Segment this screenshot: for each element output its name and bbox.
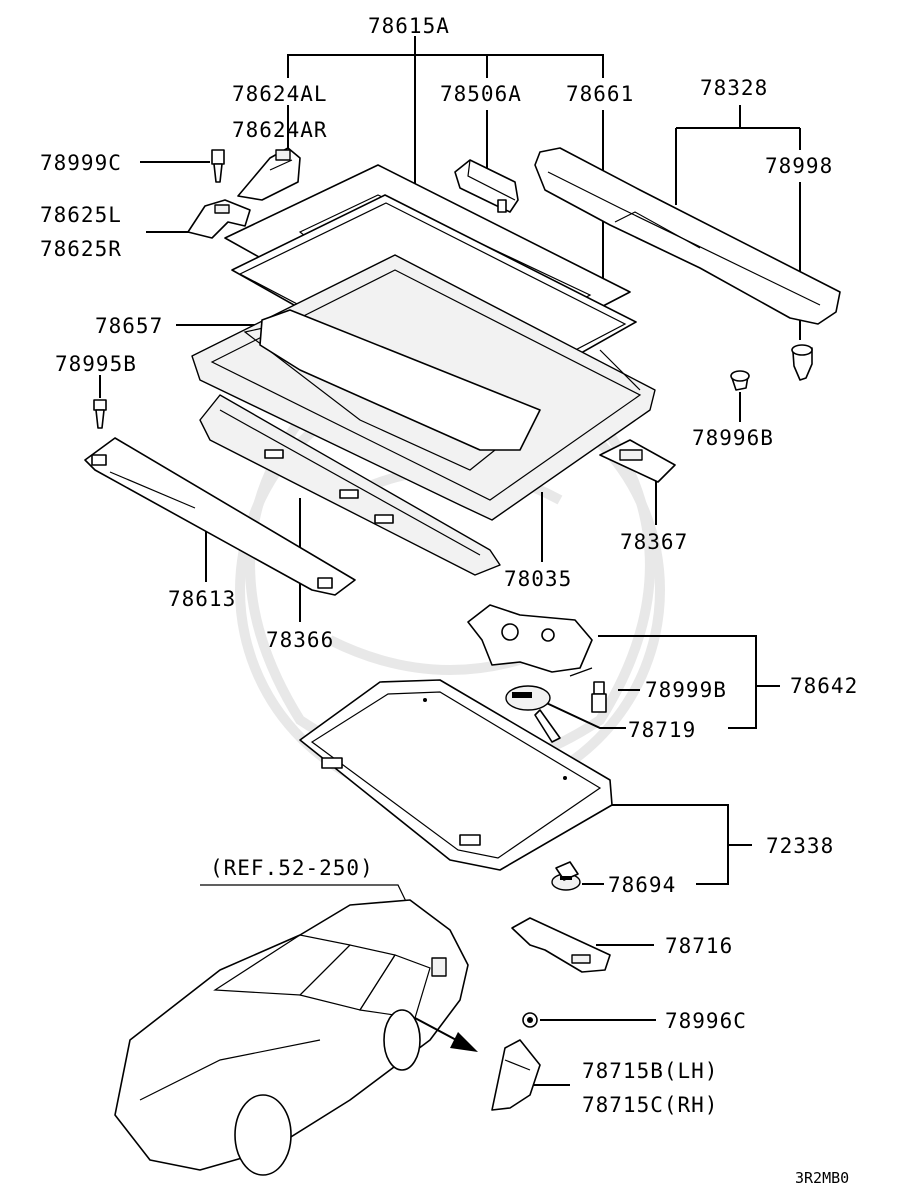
label-78642: 78642 <box>790 674 858 698</box>
clip-78998 <box>791 344 813 381</box>
label-78996C: 78996C <box>665 1009 747 1033</box>
deflector-78366 <box>199 394 501 576</box>
label-78613: 78613 <box>168 587 236 611</box>
label-78657: 78657 <box>95 314 163 338</box>
diagram-code: 3R2MB0 <box>795 1169 849 1187</box>
handle-78719 <box>505 685 561 743</box>
strip-78613 <box>84 437 356 596</box>
rail-78367 <box>599 439 676 483</box>
trim-78328 <box>534 147 841 325</box>
hinge-78624 <box>237 147 301 201</box>
handle-78506A <box>454 159 519 213</box>
label-78624AL: 78624AL <box>232 82 328 106</box>
clip-78996B <box>730 370 750 391</box>
screw-78995B <box>93 399 107 429</box>
label-78999B: 78999B <box>645 678 727 702</box>
label-78999C: 78999C <box>40 151 122 175</box>
mechanism-78642 <box>467 604 593 677</box>
bracket-78625 <box>187 199 251 239</box>
frame-78657 <box>259 309 541 451</box>
label-78719: 78719 <box>628 718 696 742</box>
bracket-78716 <box>511 917 611 973</box>
label-78995B: 78995B <box>55 352 137 376</box>
car-outline <box>114 899 469 1176</box>
label-78715B: 78715B(LH) <box>582 1059 718 1083</box>
nut-78996C <box>522 1012 538 1028</box>
label-78715C: 78715C(RH) <box>582 1093 718 1117</box>
bolt-78999C <box>211 149 225 183</box>
detail-arrow <box>414 1017 478 1052</box>
bolt-78999B <box>591 681 607 713</box>
label-78615A: 78615A <box>368 14 450 38</box>
label-78716: 78716 <box>665 934 733 958</box>
label-78998: 78998 <box>765 154 833 178</box>
label-78367: 78367 <box>620 530 688 554</box>
label-78328: 78328 <box>700 76 768 100</box>
label-ref: (REF.52-250) <box>210 856 374 880</box>
label-78694: 78694 <box>608 873 676 897</box>
label-78625L: 78625L <box>40 203 122 227</box>
knob-78694 <box>551 861 581 891</box>
label-78625R: 78625R <box>40 237 122 261</box>
label-78506A: 78506A <box>440 82 522 106</box>
label-78661: 78661 <box>566 82 634 106</box>
label-78035: 78035 <box>504 567 572 591</box>
label-78624AR: 78624AR <box>232 118 328 142</box>
label-78366: 78366 <box>266 628 334 652</box>
label-72338: 72338 <box>766 834 834 858</box>
bracket-78715 <box>491 1039 541 1111</box>
label-78996B: 78996B <box>692 426 774 450</box>
panel-72338 <box>299 679 613 871</box>
part-labels: 78615A 78624AL 78624AR 78506A 78661 7832… <box>40 14 858 1187</box>
